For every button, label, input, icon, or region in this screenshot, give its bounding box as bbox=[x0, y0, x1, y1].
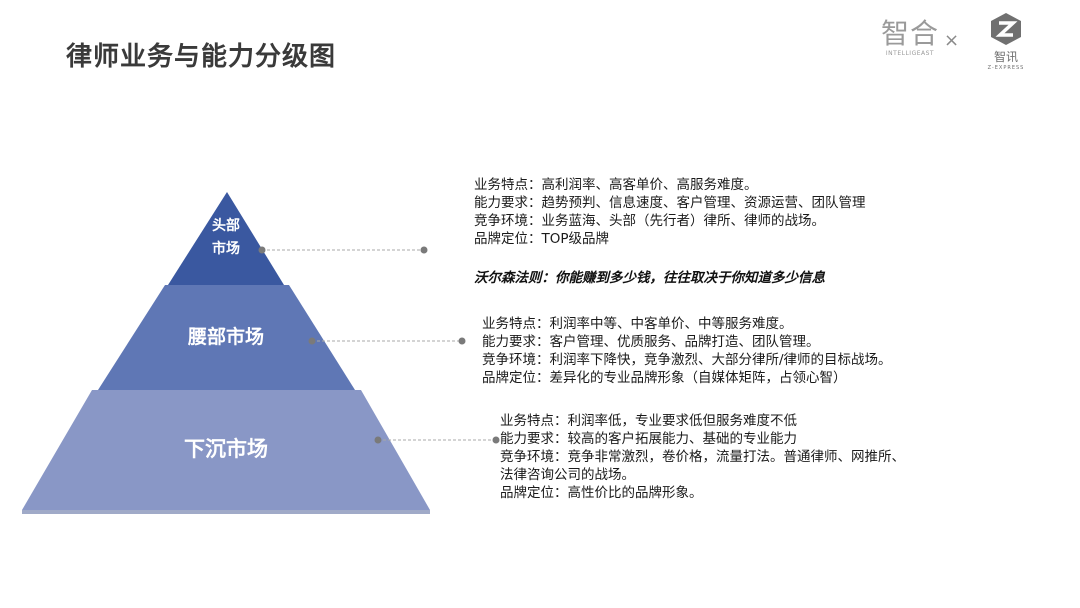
mid-tier-description: 业务特点：利润率中等、中客单价、中等服务难度。 能力要求：客户管理、优质服务、品… bbox=[482, 315, 892, 387]
connector-mid-end-dot bbox=[458, 337, 466, 345]
bottom-tier-line: 法律咨询公司的战场。 bbox=[500, 467, 635, 483]
top-tier-line: 能力要求：趋势预判、信息速度、客户管理、资源运营、团队管理 bbox=[474, 195, 866, 211]
zhihe-logo-mark: 智合 bbox=[880, 17, 939, 50]
top-tier-description: 业务特点：高利润率、高客单价、高服务难度。 能力要求：趋势预判、信息速度、客户管… bbox=[474, 176, 866, 248]
connector-top-start-dot bbox=[258, 246, 266, 254]
mid-tier-line: 品牌定位：差异化的专业品牌形象（自媒体矩阵，占领心智） bbox=[482, 370, 847, 386]
logo-separator: × bbox=[944, 30, 960, 51]
bottom-tier-line: 业务特点：利润率低，专业要求低但服务难度不低 bbox=[500, 413, 797, 429]
mid-tier-line: 竞争环境：利润率下降快，竞争激烈、大部分律所/律师的目标战场。 bbox=[482, 352, 892, 368]
connector-top-end-dot bbox=[420, 246, 428, 254]
zexpress-logo: 智讯 Z-EXPRESS bbox=[978, 12, 1034, 72]
top-tier-line: 竞争环境：业务蓝海、头部（先行者）律所、律师的战场。 bbox=[474, 213, 825, 229]
page-title: 律师业务与能力分级图 bbox=[66, 42, 337, 72]
connector-mid bbox=[308, 337, 466, 345]
tier-top-label-line2: 市场 bbox=[212, 240, 240, 257]
zexpress-logo-sub: Z-EXPRESS bbox=[987, 65, 1025, 71]
pyramid-tier-bottom bbox=[22, 390, 430, 510]
connector-mid-start-dot bbox=[308, 337, 316, 345]
pyramid-tier-top bbox=[168, 192, 284, 285]
mid-tier-line: 业务特点：利润率中等、中客单价、中等服务难度。 bbox=[482, 316, 793, 332]
top-tier-line: 品牌定位：TOP级品牌 bbox=[474, 231, 610, 247]
zexpress-hexagon-icon bbox=[991, 13, 1021, 45]
zhihe-logo-sub: INTELLIGEAST bbox=[885, 50, 935, 57]
connector-bot bbox=[374, 436, 500, 444]
tier-mid-label: 腰部市场 bbox=[187, 325, 264, 348]
mid-tier-line: 能力要求：客户管理、优质服务、品牌打造、团队管理。 bbox=[482, 334, 820, 350]
pyramid-shadow bbox=[22, 510, 430, 514]
top-tier-line: 业务特点：高利润率、高客单价、高服务难度。 bbox=[474, 177, 758, 193]
pyramid-tier-middle bbox=[98, 285, 355, 390]
bottom-tier-description: 业务特点：利润率低，专业要求低但服务难度不低 能力要求：较高的客户拓展能力、基础… bbox=[500, 412, 905, 502]
tier-bot-label: 下沉市场 bbox=[184, 437, 268, 461]
zhihe-logo: 智合 INTELLIGEAST bbox=[880, 18, 940, 58]
connector-bot-end-dot bbox=[492, 436, 500, 444]
walson-law-quote: 沃尔森法则：你能赚到多少钱，往往取决于你知道多少信息 bbox=[474, 270, 825, 286]
tier-top-label-line1: 头部 bbox=[212, 217, 240, 234]
connector-top bbox=[258, 246, 428, 254]
bottom-tier-line: 能力要求：较高的客户拓展能力、基础的专业能力 bbox=[500, 431, 797, 447]
logo-group: 智合 INTELLIGEAST × 智讯 Z-EXPRESS bbox=[880, 12, 1060, 76]
bottom-tier-line: 竞争环境：竞争非常激烈，卷价格，流量打法。普通律师、网推所、 bbox=[500, 449, 905, 465]
zexpress-logo-name: 智讯 bbox=[993, 50, 1018, 64]
connector-bot-start-dot bbox=[374, 436, 382, 444]
bottom-tier-line: 品牌定位：高性价比的品牌形象。 bbox=[500, 485, 703, 501]
